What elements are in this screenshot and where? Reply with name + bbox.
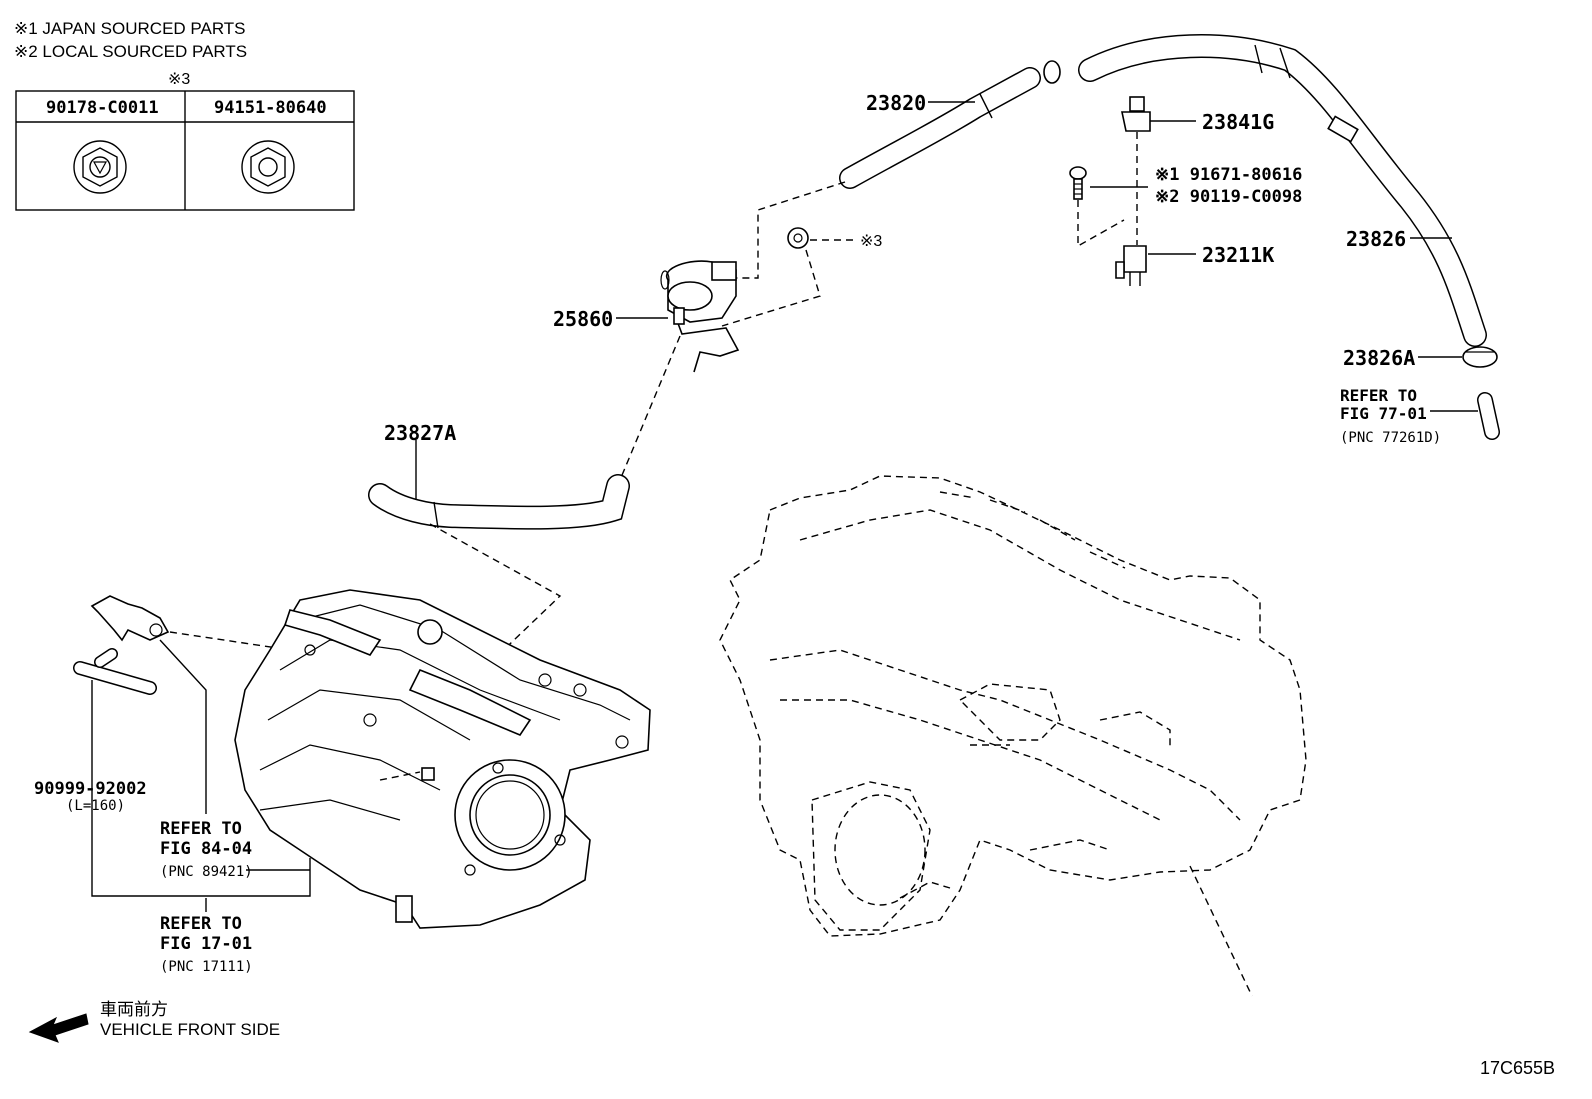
vacuum-sensor-90999	[90, 595, 170, 642]
label-23826a: 23826A	[1343, 346, 1415, 370]
label-91671: ※1 91671-80616	[1155, 165, 1302, 185]
ref77-line1: REFER TO	[1340, 386, 1417, 405]
label-90119: ※2 90119-C0098	[1155, 187, 1302, 207]
label-25860: 25860	[553, 307, 613, 331]
hose-23826	[1078, 34, 1487, 347]
ref84-line2: FIG 84-04	[160, 839, 252, 859]
label-23827a: 23827A	[384, 421, 456, 445]
label-23841g: 23841G	[1202, 110, 1274, 134]
hose-90999	[73, 648, 157, 695]
nut-table-col1: 90178-C0011	[46, 98, 159, 118]
front-direction-arrow-icon	[28, 1013, 89, 1043]
hose-23827a	[368, 474, 630, 530]
figure-code: 17C655B	[1480, 1058, 1555, 1078]
sensor-23841g	[1121, 96, 1151, 132]
label-90999-length: (L=160)	[66, 798, 125, 814]
hose-stub-77-01	[1477, 392, 1500, 440]
ref77-line2: FIG 77-01	[1340, 404, 1427, 423]
label-23826: 23826	[1346, 227, 1406, 251]
nut-table: 90178-C0011 94151-80640	[15, 90, 355, 211]
direction-english: VEHICLE FRONT SIDE	[100, 1020, 280, 1039]
engine-outline	[719, 475, 1307, 937]
intake-manifold	[234, 589, 651, 929]
direction-japanese: 車両前方	[100, 1000, 168, 1019]
flange-nut-icon	[73, 140, 127, 194]
ref77-line3: (PNC 77261D)	[1340, 430, 1441, 446]
note-japan-sourced: ※1 JAPAN SOURCED PARTS	[14, 19, 246, 38]
nut-note3	[787, 227, 809, 249]
note-local-sourced: ※2 LOCAL SOURCED PARTS	[14, 42, 247, 61]
ref84-line1: REFER TO	[160, 819, 242, 839]
label-23820: 23820	[866, 91, 926, 115]
ref84-line3: (PNC 89421)	[160, 864, 253, 880]
hose-23820	[839, 60, 1061, 189]
bracket-23211k	[1115, 245, 1147, 286]
vsv-valve-25860	[660, 260, 740, 373]
nut-table-col2: 94151-80640	[214, 98, 327, 118]
label-note3: ※3	[860, 233, 882, 250]
label-23211k: 23211K	[1202, 243, 1274, 267]
bolt-icon	[1069, 166, 1087, 200]
hex-nut-icon	[241, 140, 295, 194]
note-3-header: ※3	[168, 71, 190, 88]
ref17-line2: FIG 17-01	[160, 934, 252, 954]
ref17-line3: (PNC 17111)	[160, 959, 253, 975]
label-90999: 90999-92002	[34, 779, 147, 799]
ref17-line1: REFER TO	[160, 914, 242, 934]
hose-clamp-23826a	[1462, 346, 1498, 368]
